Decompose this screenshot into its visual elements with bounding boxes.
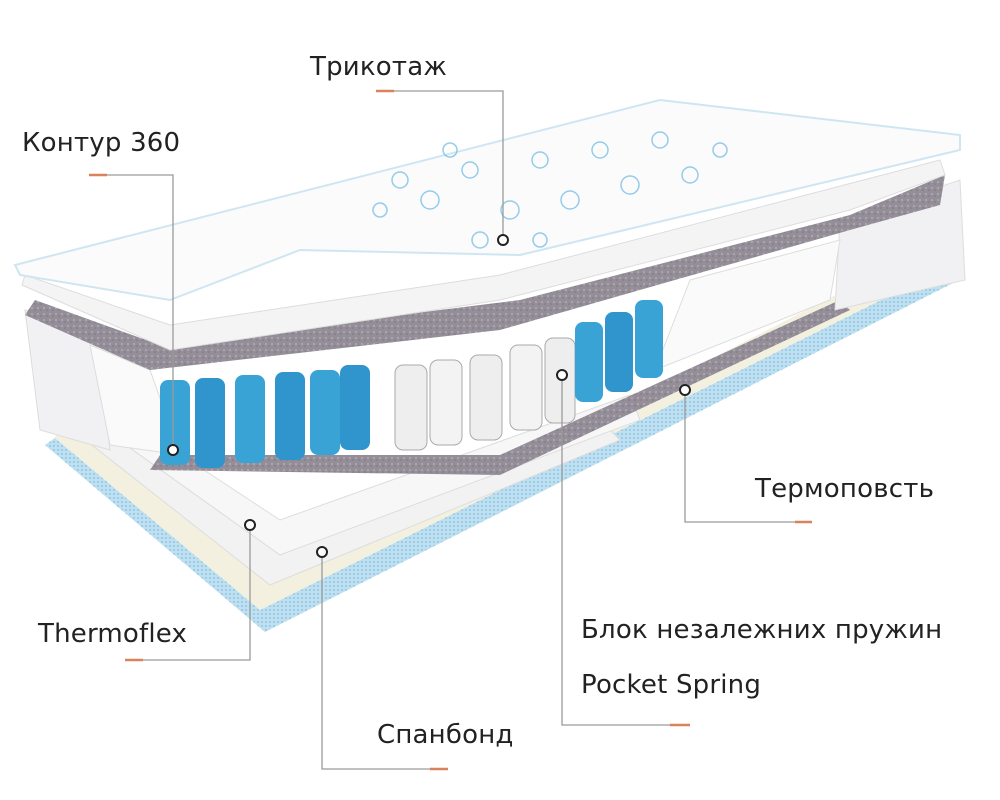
pocket-springs	[160, 300, 663, 468]
label-pocket-spring: Pocket Spring	[581, 670, 762, 700]
comfort-layer	[21, 159, 946, 351]
label-spunbond: Спанбонд	[377, 720, 514, 750]
label-thermoflex: Thermoflex	[38, 619, 188, 649]
label-knit: Трикотаж	[310, 52, 447, 82]
accent-dashes	[89, 89, 812, 771]
label-contour: Контур 360	[22, 128, 181, 158]
knit-cover	[13, 98, 961, 302]
knit-pattern	[372, 131, 728, 249]
contour-foam-right	[654, 239, 841, 371]
leader-lines	[107, 90, 795, 770]
label-thermofelt: Термоповсть	[755, 474, 935, 504]
thermofelt-upper	[25, 175, 945, 370]
marker-dots	[167, 234, 691, 558]
label-spring-block: Блок незалежних пружин	[581, 615, 943, 645]
